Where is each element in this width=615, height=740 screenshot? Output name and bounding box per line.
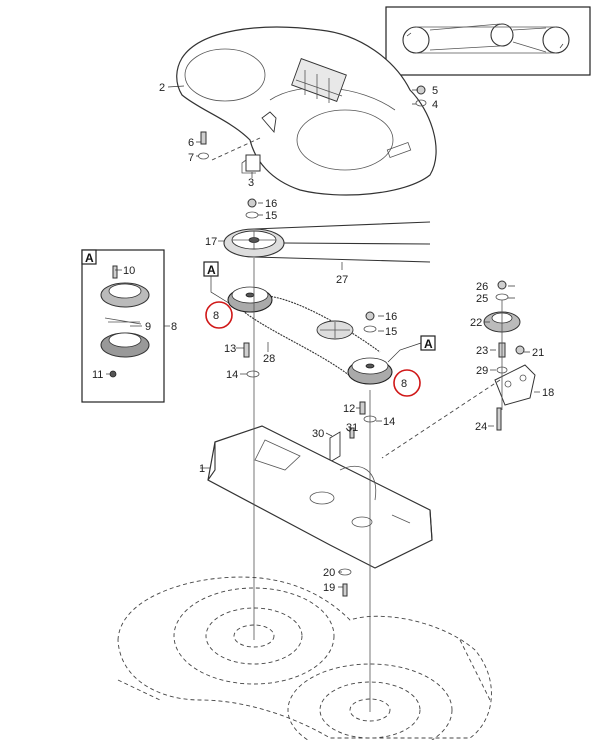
nut-washer-16-15-right	[363, 311, 377, 333]
callout-1: 1	[199, 463, 205, 475]
deck-cover	[176, 26, 437, 196]
gear-pulley-right	[347, 357, 393, 385]
callout-3: 3	[248, 177, 254, 189]
callout-28: 28	[263, 353, 275, 365]
callout-13: 13	[224, 343, 236, 355]
clip-31-bracket-30	[329, 427, 355, 463]
callout-25: 25	[476, 293, 488, 305]
highlight-circles	[205, 301, 421, 397]
belt-routing-inset	[385, 6, 591, 76]
callout-21: 21	[532, 347, 544, 359]
pulley-17	[223, 228, 285, 258]
leader-lines	[106, 85, 540, 588]
callout-26: 26	[476, 281, 488, 293]
callout-17: 17	[205, 236, 217, 248]
nut-26-washer-25	[495, 280, 509, 301]
mower-deck-outline	[117, 576, 492, 740]
callout-16-top: 16	[265, 198, 277, 210]
fasteners-4-5	[415, 85, 427, 107]
callout-10: 10	[123, 265, 135, 277]
spacer-12	[359, 401, 366, 415]
washer-14-left	[246, 370, 260, 378]
callout-6: 6	[188, 137, 194, 149]
callout-19: 19	[323, 582, 335, 594]
callout-30: 30	[312, 428, 324, 440]
callout-7: 7	[188, 152, 194, 164]
callout-2: 2	[159, 82, 165, 94]
detail-box-letter: A	[85, 251, 94, 265]
callout-14-right: 14	[383, 416, 395, 428]
callout-9: 9	[145, 321, 151, 333]
nut-washer-16-15	[245, 198, 259, 219]
callout-24: 24	[475, 421, 487, 433]
bolt-24	[496, 407, 502, 431]
section-marker-right	[387, 335, 436, 363]
callout-29: 29	[476, 365, 488, 377]
callout-15-top: 15	[265, 210, 277, 222]
spacer-13	[243, 342, 250, 358]
gear-pulley-middle	[316, 320, 354, 340]
washer-20-bolt-19	[338, 568, 352, 597]
section-marker-letter-left: A	[207, 263, 216, 277]
callout-20: 20	[323, 567, 335, 579]
base-plate	[207, 425, 433, 569]
callout-27: 27	[336, 274, 348, 286]
callout-8-left: 8	[213, 310, 219, 322]
clip-3	[241, 154, 261, 174]
callout-8-right: 8	[401, 378, 407, 390]
gear-pulley-left	[227, 286, 273, 313]
bracket-18	[494, 364, 536, 406]
callout-16-right: 16	[385, 311, 397, 323]
section-marker-left	[203, 261, 233, 306]
callout-8-box: 8	[171, 321, 177, 333]
fasteners-6-7	[198, 131, 209, 160]
callout-22: 22	[470, 317, 482, 329]
callout-5: 5	[432, 85, 438, 97]
callout-4: 4	[432, 99, 438, 111]
callout-23: 23	[476, 345, 488, 357]
section-marker-letter-right: A	[424, 337, 433, 351]
detail-box-a	[81, 249, 165, 403]
spacer-23-screw-21	[498, 342, 525, 358]
callout-14-left: 14	[226, 369, 238, 381]
callout-12: 12	[343, 403, 355, 415]
callout-15-right: 15	[385, 326, 397, 338]
callout-31: 31	[346, 422, 358, 434]
callout-11: 11	[92, 369, 103, 381]
callout-18: 18	[542, 387, 554, 399]
drive-belt-27	[253, 221, 431, 263]
